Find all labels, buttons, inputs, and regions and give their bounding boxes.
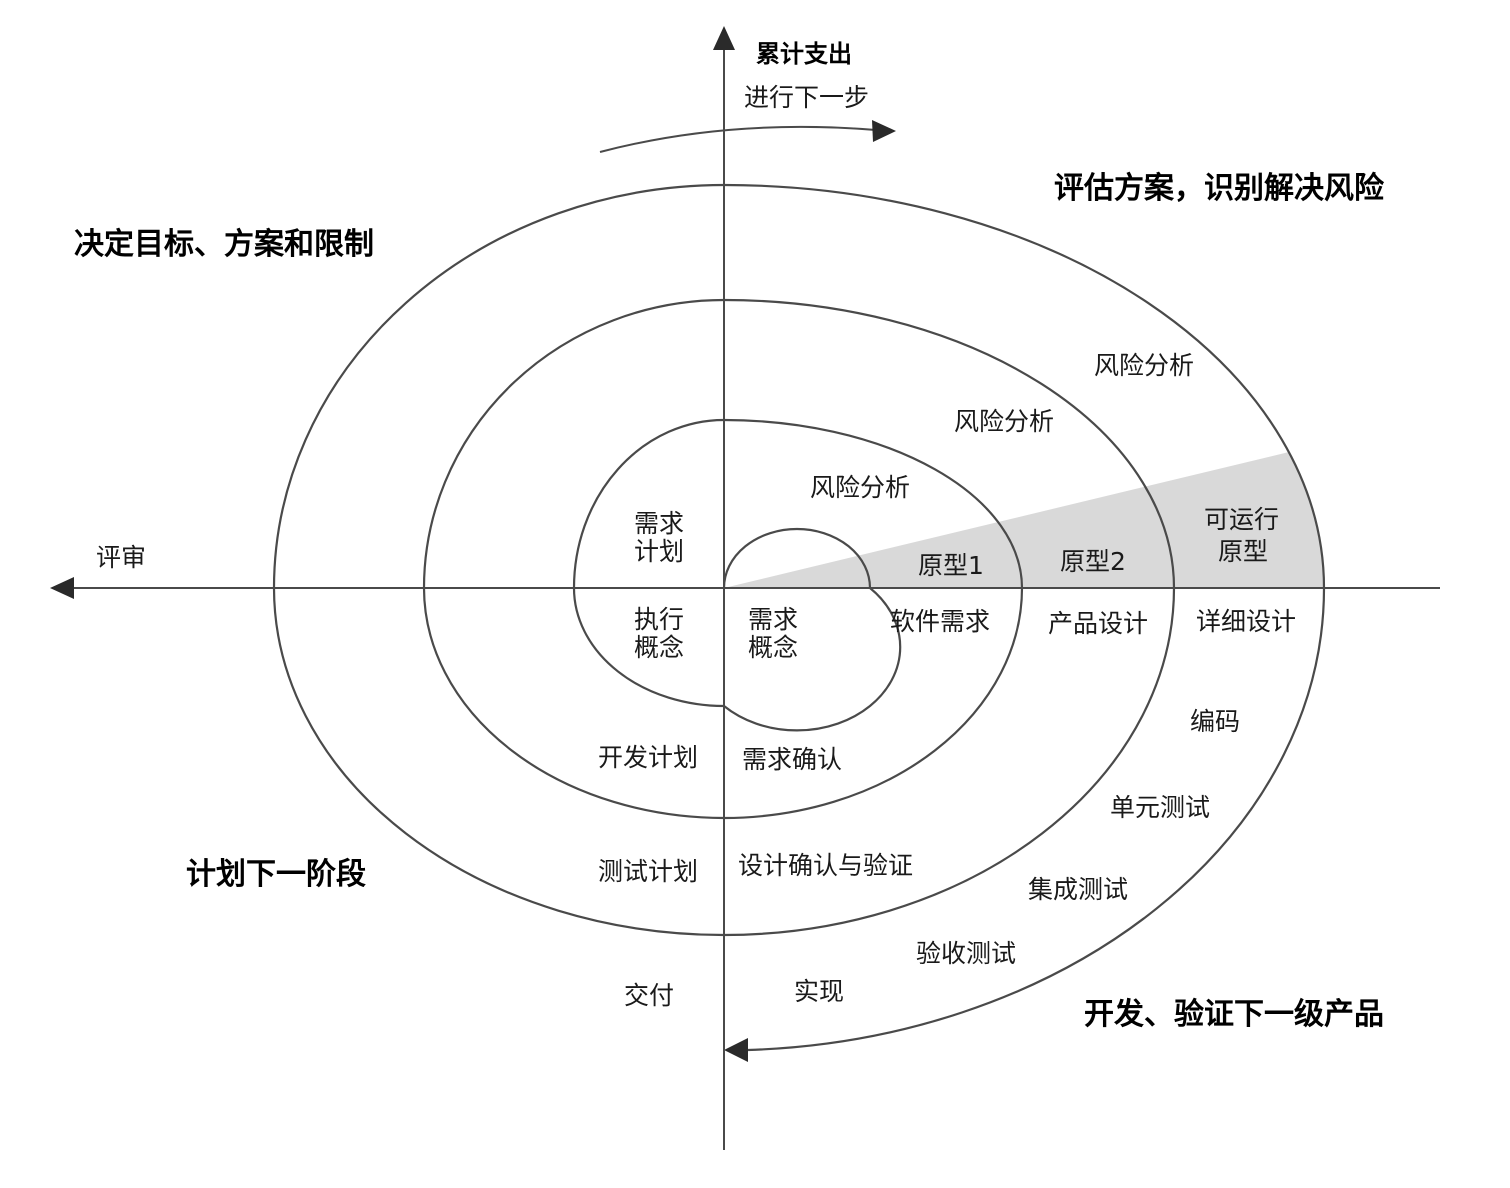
spiral-arc bbox=[723, 418, 1024, 589]
product-design-label: 产品设计 bbox=[1048, 609, 1148, 638]
spiral-arc bbox=[723, 183, 1326, 589]
spiral-arc bbox=[572, 587, 725, 708]
spiral-arc bbox=[723, 587, 1024, 820]
operational-prototype-label: 原型 bbox=[1218, 537, 1268, 566]
quadrant-bottom-left-title: 计划下一阶段 bbox=[186, 857, 366, 892]
cumulative-cost-label: 累计支出 bbox=[756, 40, 852, 68]
spiral-arc bbox=[422, 298, 725, 589]
spiral-arc bbox=[272, 183, 725, 589]
software-requirements-label: 软件需求 bbox=[890, 607, 990, 636]
quadrant-top-left-title: 决定目标、方案和限制 bbox=[74, 227, 374, 262]
requirements-concept-label: 需求 bbox=[748, 605, 798, 634]
requirements-plan-label: 需求 bbox=[634, 509, 684, 538]
spiral-end-arrowhead bbox=[724, 1038, 748, 1062]
requirements-validation-label: 需求确认 bbox=[742, 745, 842, 774]
requirements-plan-label: 计划 bbox=[634, 537, 684, 566]
prototype-2-label: 原型2 bbox=[1060, 547, 1126, 576]
spiral-arc bbox=[572, 418, 725, 589]
spiral-arc bbox=[272, 587, 725, 937]
operational-prototype-label: 可运行 bbox=[1204, 505, 1279, 534]
concept-of-operation-label: 执行 bbox=[634, 605, 684, 634]
quadrant-bottom-right-title: 开发、验证下一级产品 bbox=[1084, 997, 1384, 1032]
coding-label: 编码 bbox=[1190, 707, 1240, 736]
progress-arc-arrow bbox=[599, 125, 877, 153]
spiral-arc bbox=[723, 587, 1176, 937]
spiral-arc bbox=[722, 527, 872, 589]
prototype-1-label: 原型1 bbox=[918, 551, 984, 580]
requirements-concept-label: 概念 bbox=[748, 633, 798, 662]
test-plan-label: 测试计划 bbox=[598, 857, 698, 886]
quadrant-top-right-title: 评估方案，识别解决风险 bbox=[1054, 171, 1385, 206]
delivery-label: 交付 bbox=[624, 981, 674, 1010]
spiral-arc bbox=[723, 298, 1176, 589]
acceptance-test-label: 验收测试 bbox=[916, 939, 1016, 968]
vertical-axis-arrowhead bbox=[713, 26, 735, 50]
risk-analysis-label: 风险分析 bbox=[810, 473, 910, 502]
risk-analysis-label: 风险分析 bbox=[954, 407, 1054, 436]
horizontal-axis-arrowhead bbox=[50, 577, 74, 599]
review-label: 评审 bbox=[96, 543, 146, 572]
spiral-arc bbox=[747, 587, 1326, 1052]
unit-test-label: 单元测试 bbox=[1110, 793, 1210, 822]
spiral bbox=[272, 183, 1326, 1052]
detailed-design-label: 详细设计 bbox=[1196, 607, 1296, 636]
progress-arrowhead bbox=[872, 120, 896, 142]
prototype-shaded-region bbox=[724, 452, 1324, 588]
implementation-label: 实现 bbox=[794, 977, 844, 1006]
spiral-arc bbox=[422, 587, 725, 820]
concept-of-operation-label: 概念 bbox=[634, 633, 684, 662]
design-validation-label: 设计确认与验证 bbox=[738, 851, 913, 880]
development-plan-label: 开发计划 bbox=[598, 743, 698, 772]
progress-label: 进行下一步 bbox=[744, 83, 869, 112]
spiral-arc bbox=[723, 587, 902, 732]
risk-analysis-label: 风险分析 bbox=[1094, 351, 1194, 380]
integration-test-label: 集成测试 bbox=[1028, 875, 1128, 904]
